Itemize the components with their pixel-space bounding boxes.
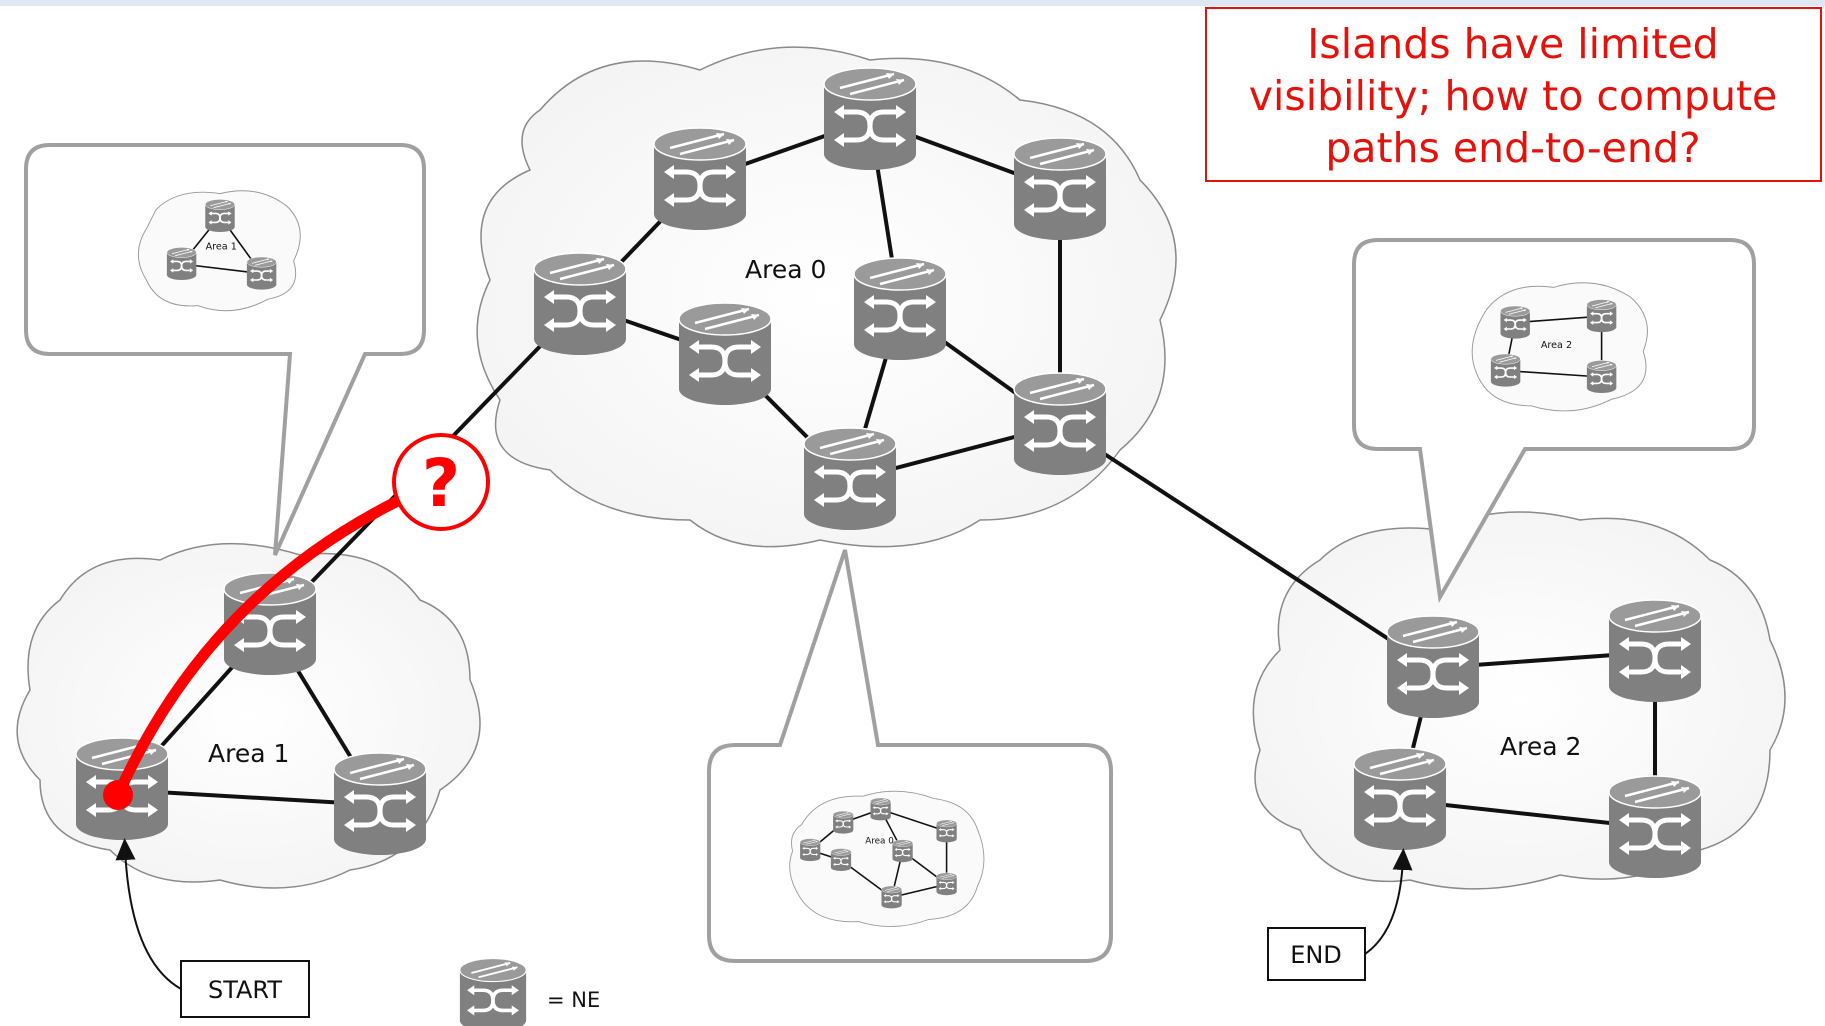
area2-thumbnail: Area 2: [1471, 282, 1648, 412]
legend-label: = NE: [547, 988, 600, 1012]
path-attempt: [112, 489, 416, 801]
area2-view-bubble: Area 2: [1352, 238, 1756, 604]
area1-thumb-label: Area 1: [206, 242, 237, 253]
path-start-dot: [103, 780, 133, 810]
area1-thumbnail: Area 1: [137, 190, 301, 312]
callout-box: Islands have limited visibility; how to …: [1205, 7, 1822, 182]
callout-line-3: paths end-to-end?: [1325, 124, 1700, 172]
router-icon: [1014, 373, 1106, 475]
end-marker: END: [1267, 848, 1413, 981]
router-icon: [1609, 600, 1701, 702]
router-icon: [1387, 616, 1479, 718]
area0-view-bubble: Area 0: [707, 549, 1113, 963]
router-icon: [534, 253, 626, 355]
area0-thumb-label: Area 0: [865, 837, 894, 847]
area2-thumb-label: Area 2: [1541, 340, 1572, 351]
area0-cloud: [476, 46, 1177, 548]
area0-thumbnail: Area 0: [789, 790, 985, 928]
question-mark: ?: [422, 445, 460, 522]
router-icon: [824, 68, 916, 170]
callout-line-2: visibility; how to compute: [1249, 72, 1778, 120]
area2-label: Area 2: [1500, 732, 1581, 761]
router-icon: [458, 956, 528, 1026]
router-icon: [1609, 776, 1701, 878]
legend: = NE: [458, 956, 600, 1026]
router-icon: [804, 428, 896, 530]
area2-cloud: [1252, 511, 1786, 890]
area0-label: Area 0: [745, 255, 826, 284]
end-label: END: [1290, 941, 1342, 969]
callout-line-1: Islands have limited: [1307, 20, 1718, 68]
question-badge: [392, 433, 490, 531]
start-marker: START: [115, 838, 310, 1018]
router-icon: [654, 128, 746, 230]
start-label: START: [208, 976, 282, 1004]
router-icon: [334, 753, 426, 855]
router-icon: [1014, 138, 1106, 240]
area1-label: Area 1: [208, 739, 289, 768]
router-icon: [679, 303, 771, 405]
router-icon: [1354, 748, 1446, 850]
top-banner: [0, 0, 1825, 6]
router-icon: [854, 258, 946, 360]
area1-view-bubble: Area 1: [24, 143, 426, 556]
